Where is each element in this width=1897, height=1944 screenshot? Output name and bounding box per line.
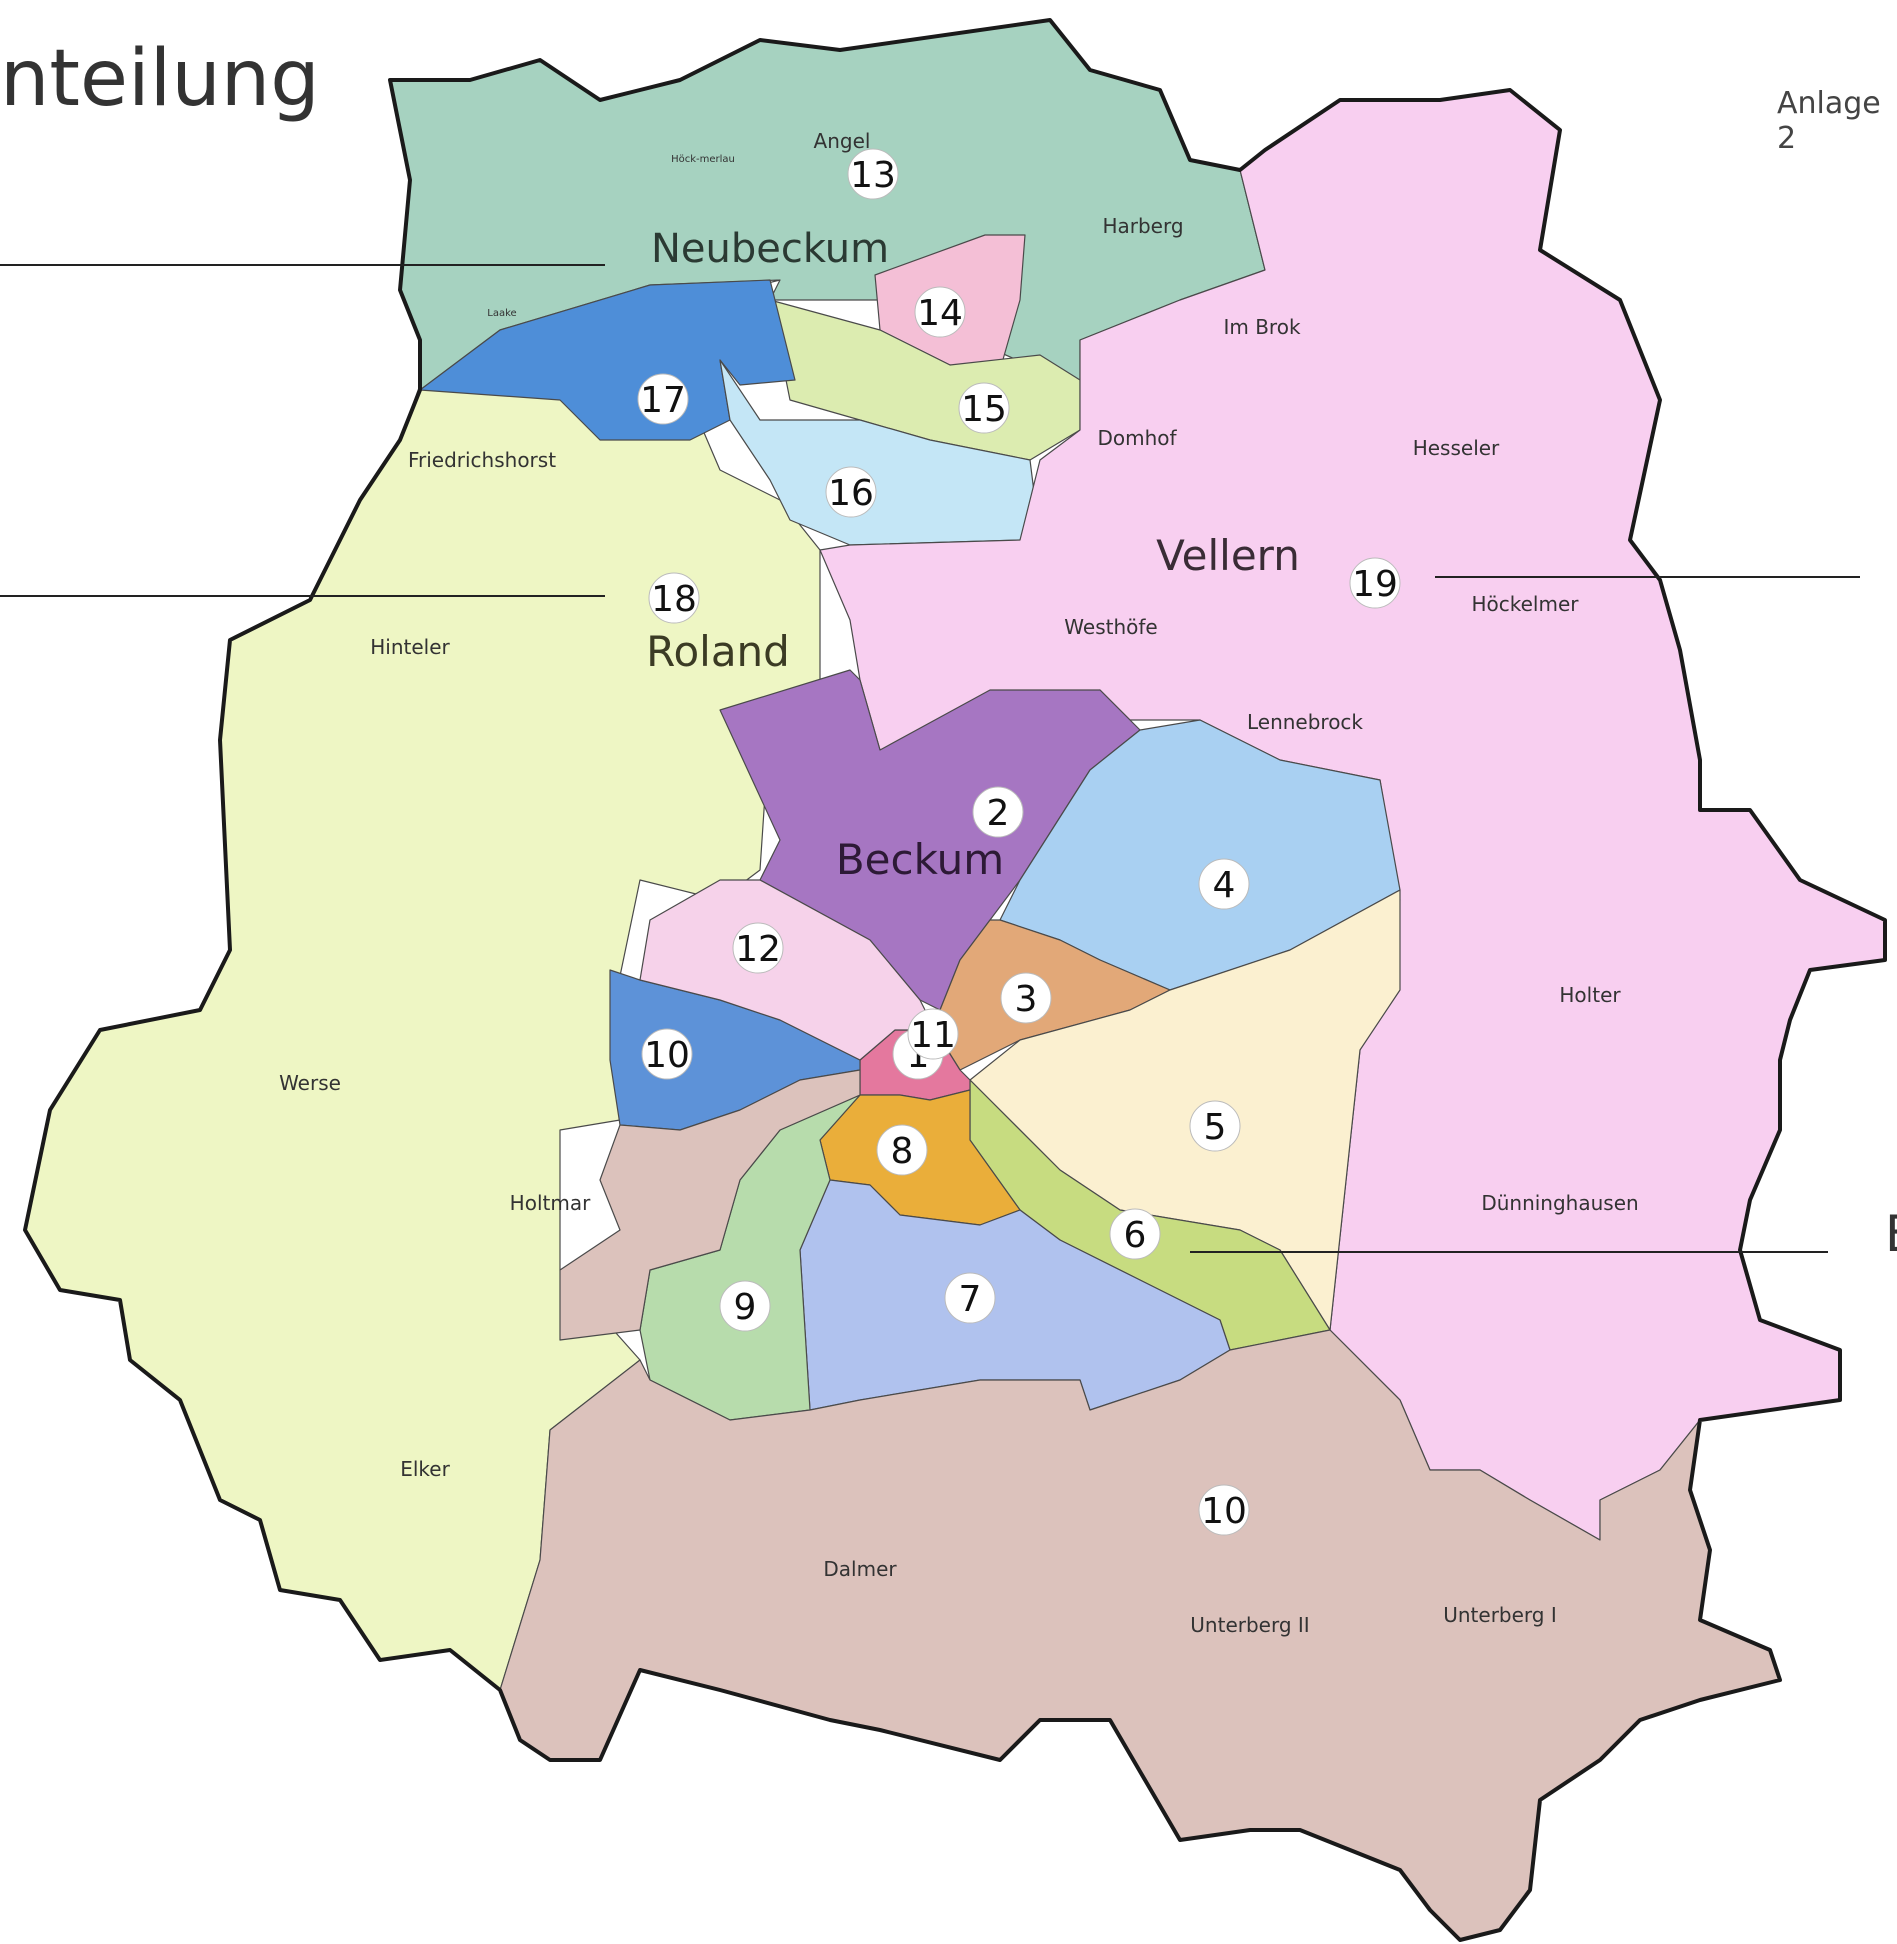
district-number: 13 bbox=[850, 155, 896, 196]
place-label-hinteler: Hinteler bbox=[370, 635, 450, 659]
place-label-hesseler: Hesseler bbox=[1413, 436, 1500, 460]
district-badge-circle bbox=[1109, 1208, 1161, 1260]
district-badge-circle bbox=[1198, 858, 1250, 910]
district-number: 2 bbox=[987, 793, 1010, 834]
district-badge-8[interactable]: 8 bbox=[876, 1124, 928, 1176]
district-number: 10 bbox=[1201, 1491, 1247, 1532]
place-label-angel: Angel bbox=[814, 129, 871, 153]
district-badge-11[interactable]: 11 bbox=[907, 1008, 959, 1060]
district-badge-13[interactable]: 13 bbox=[847, 148, 899, 200]
district-number: 6 bbox=[1124, 1215, 1147, 1256]
place-label-im-brok: Im Brok bbox=[1223, 315, 1300, 339]
district-badge-circle bbox=[1000, 972, 1052, 1024]
district-number: 14 bbox=[917, 293, 963, 334]
district-area-17[interactable] bbox=[419, 279, 796, 441]
town-label-vellern: Vellern bbox=[1156, 531, 1300, 580]
district-number: 8 bbox=[891, 1131, 914, 1172]
district-badge-circle bbox=[641, 1028, 693, 1080]
district-number: 17 bbox=[640, 380, 686, 421]
place-label-holtmar: Holtmar bbox=[510, 1191, 591, 1215]
district-badge-circle bbox=[825, 466, 877, 518]
place-label-dalmer: Dalmer bbox=[823, 1557, 897, 1581]
district-badge-circle bbox=[1189, 1100, 1241, 1152]
district-badge-circle bbox=[847, 148, 899, 200]
district-area-10-north[interactable] bbox=[559, 1069, 861, 1341]
district-area-3[interactable] bbox=[934, 919, 1171, 1071]
district-number: 18 bbox=[651, 579, 697, 620]
district-number: 5 bbox=[1204, 1107, 1227, 1148]
district-badge-20[interactable]: 10 bbox=[1198, 1484, 1250, 1536]
district-badge-19[interactable]: 19 bbox=[1349, 557, 1401, 609]
place-label-hoeckmerlau: Höck-merlau bbox=[671, 154, 735, 165]
district-badge-3[interactable]: 3 bbox=[1000, 972, 1052, 1024]
edge-letter: E bbox=[1885, 1205, 1897, 1263]
district-badge-circle bbox=[914, 286, 966, 338]
district-number: 9 bbox=[734, 1287, 757, 1328]
district-badge-circle bbox=[907, 1008, 959, 1060]
town-label-neubeckum: Neubeckum bbox=[651, 226, 889, 272]
district-number: 11 bbox=[910, 1015, 956, 1056]
district-badge-circle bbox=[648, 572, 700, 624]
district-badge-17[interactable]: 17 bbox=[637, 373, 689, 425]
district-badge-circle bbox=[1349, 557, 1401, 609]
place-label-werse: Werse bbox=[279, 1071, 341, 1095]
district-badge-circle bbox=[1198, 1484, 1250, 1536]
district-badge-circle bbox=[944, 1272, 996, 1324]
district-badge-12[interactable]: 12 bbox=[732, 922, 784, 974]
district-badge-14[interactable]: 14 bbox=[914, 286, 966, 338]
district-badge-circle bbox=[719, 1280, 771, 1332]
district-number: 19 bbox=[1352, 564, 1398, 605]
place-label-duenninghausen: Dünninghausen bbox=[1481, 1191, 1638, 1215]
district-number: 16 bbox=[828, 473, 874, 514]
place-label-domhof: Domhof bbox=[1097, 426, 1177, 450]
place-label-laake: Laake bbox=[487, 308, 516, 319]
district-badge-7[interactable]: 7 bbox=[944, 1272, 996, 1324]
place-label-lennebrock: Lennebrock bbox=[1247, 710, 1363, 734]
district-badge-circle bbox=[637, 373, 689, 425]
district-badge-5[interactable]: 5 bbox=[1189, 1100, 1241, 1152]
district-badge-18[interactable]: 18 bbox=[648, 572, 700, 624]
district-badge-circle bbox=[972, 786, 1024, 838]
district-number: 7 bbox=[959, 1279, 982, 1320]
district-number: 10 bbox=[644, 1035, 690, 1076]
district-number: 3 bbox=[1015, 979, 1038, 1020]
district-badge-circle bbox=[958, 382, 1010, 434]
place-label-unterberg-1: Unterberg I bbox=[1443, 1603, 1557, 1627]
district-badge-15[interactable]: 15 bbox=[958, 382, 1010, 434]
document-title: nteilung bbox=[0, 34, 320, 124]
district-badge-6[interactable]: 6 bbox=[1109, 1208, 1161, 1260]
document-reference: Anlage 2 bbox=[1777, 86, 1881, 156]
district-badge-9[interactable]: 9 bbox=[719, 1280, 771, 1332]
place-label-holter: Holter bbox=[1559, 983, 1621, 1007]
town-label-roland: Roland bbox=[646, 627, 790, 676]
district-number: 12 bbox=[735, 929, 781, 970]
district-number: 15 bbox=[961, 389, 1007, 430]
district-badge-16[interactable]: 16 bbox=[825, 466, 877, 518]
place-label-friedrichshorst: Friedrichshorst bbox=[408, 448, 556, 472]
place-label-unterberg-2: Unterberg II bbox=[1190, 1613, 1309, 1637]
town-label-beckum: Beckum bbox=[836, 835, 1004, 884]
place-label-hoeckelmer: Höckelmer bbox=[1471, 592, 1579, 616]
district-badge-circle bbox=[876, 1124, 928, 1176]
district-badge-circle bbox=[732, 922, 784, 974]
municipality-boundary bbox=[23, 18, 1887, 1942]
district-badge-2[interactable]: 2 bbox=[972, 786, 1024, 838]
district-number: 4 bbox=[1213, 865, 1236, 906]
place-label-harberg: Harberg bbox=[1102, 214, 1183, 238]
district-badge-4[interactable]: 4 bbox=[1198, 858, 1250, 910]
place-label-elker: Elker bbox=[400, 1457, 450, 1481]
place-label-westhoefe: Westhöfe bbox=[1064, 615, 1157, 639]
district-badge-10[interactable]: 10 bbox=[641, 1028, 693, 1080]
